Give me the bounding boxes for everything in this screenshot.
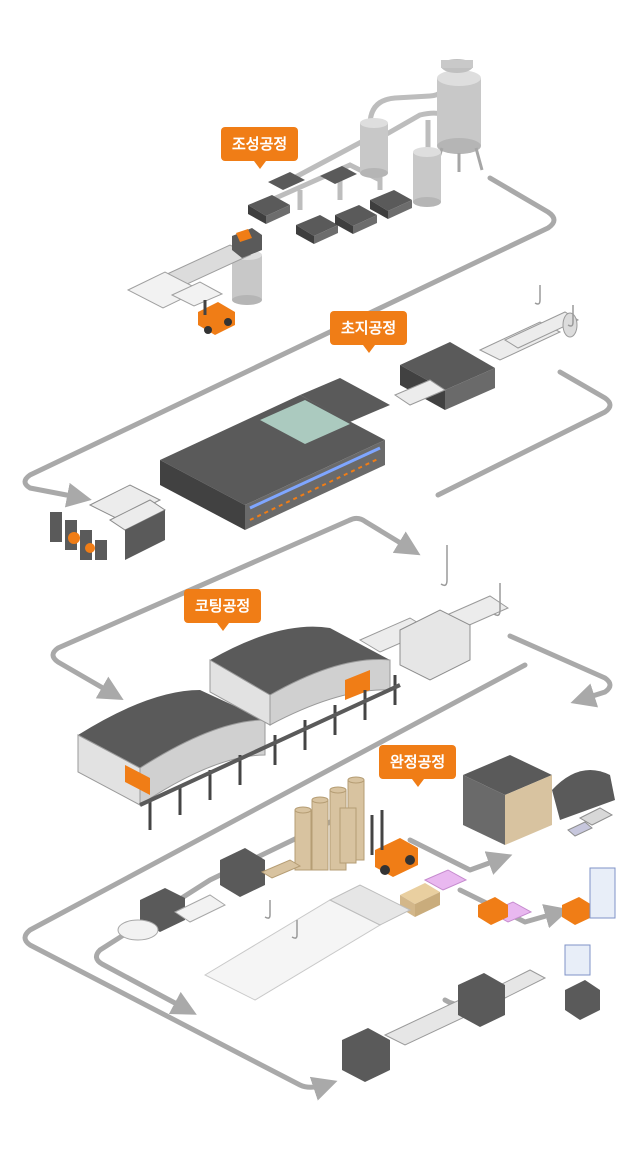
- flow-line-stage3-exit: [507, 633, 613, 708]
- crane-hook-icon: [264, 900, 298, 939]
- tank-icon: [360, 118, 388, 178]
- paper-roll-icon: [117, 894, 227, 941]
- stage-label-4[interactable]: 완정공정: [379, 745, 457, 787]
- flow-line-stage1-to-stage2: [22, 175, 557, 508]
- stage-label-2[interactable]: 초지공정: [330, 311, 408, 353]
- flow-line-stage2-to-stage3: [347, 515, 421, 556]
- flow-line-stage3-to-stage4: [22, 662, 528, 1101]
- truck-icon: [567, 807, 614, 837]
- forklift-icon: [478, 897, 592, 925]
- flow-line-stage4-loop: [94, 807, 358, 1015]
- crane-hook-icon: [440, 545, 501, 617]
- flow-line-stage4-forklift: [457, 887, 570, 929]
- flow-line-stage2-return: [435, 369, 613, 498]
- warehouse-icon: [463, 755, 615, 845]
- flow-line-stage4-warehouse: [407, 837, 513, 875]
- forklift-icon: [370, 810, 418, 877]
- stage-label-3[interactable]: 코팅공정: [184, 589, 262, 631]
- stage4-equipment: [117, 755, 616, 1082]
- tank-icon: [413, 147, 441, 207]
- paper-roll-icon: [294, 776, 365, 871]
- stage3-equipment: [77, 545, 510, 830]
- pulper-icon: [248, 166, 412, 244]
- forklift-icon: [198, 300, 235, 335]
- stage2-equipment: [50, 285, 580, 560]
- flow-lines: [22, 175, 613, 1101]
- crane-hook-icon: [534, 285, 574, 327]
- tank-icon: [433, 59, 484, 172]
- stage1-equipment: [126, 59, 484, 335]
- flow-line-stage3-entry: [50, 517, 353, 701]
- stage-label-1[interactable]: 조성공정: [221, 127, 299, 169]
